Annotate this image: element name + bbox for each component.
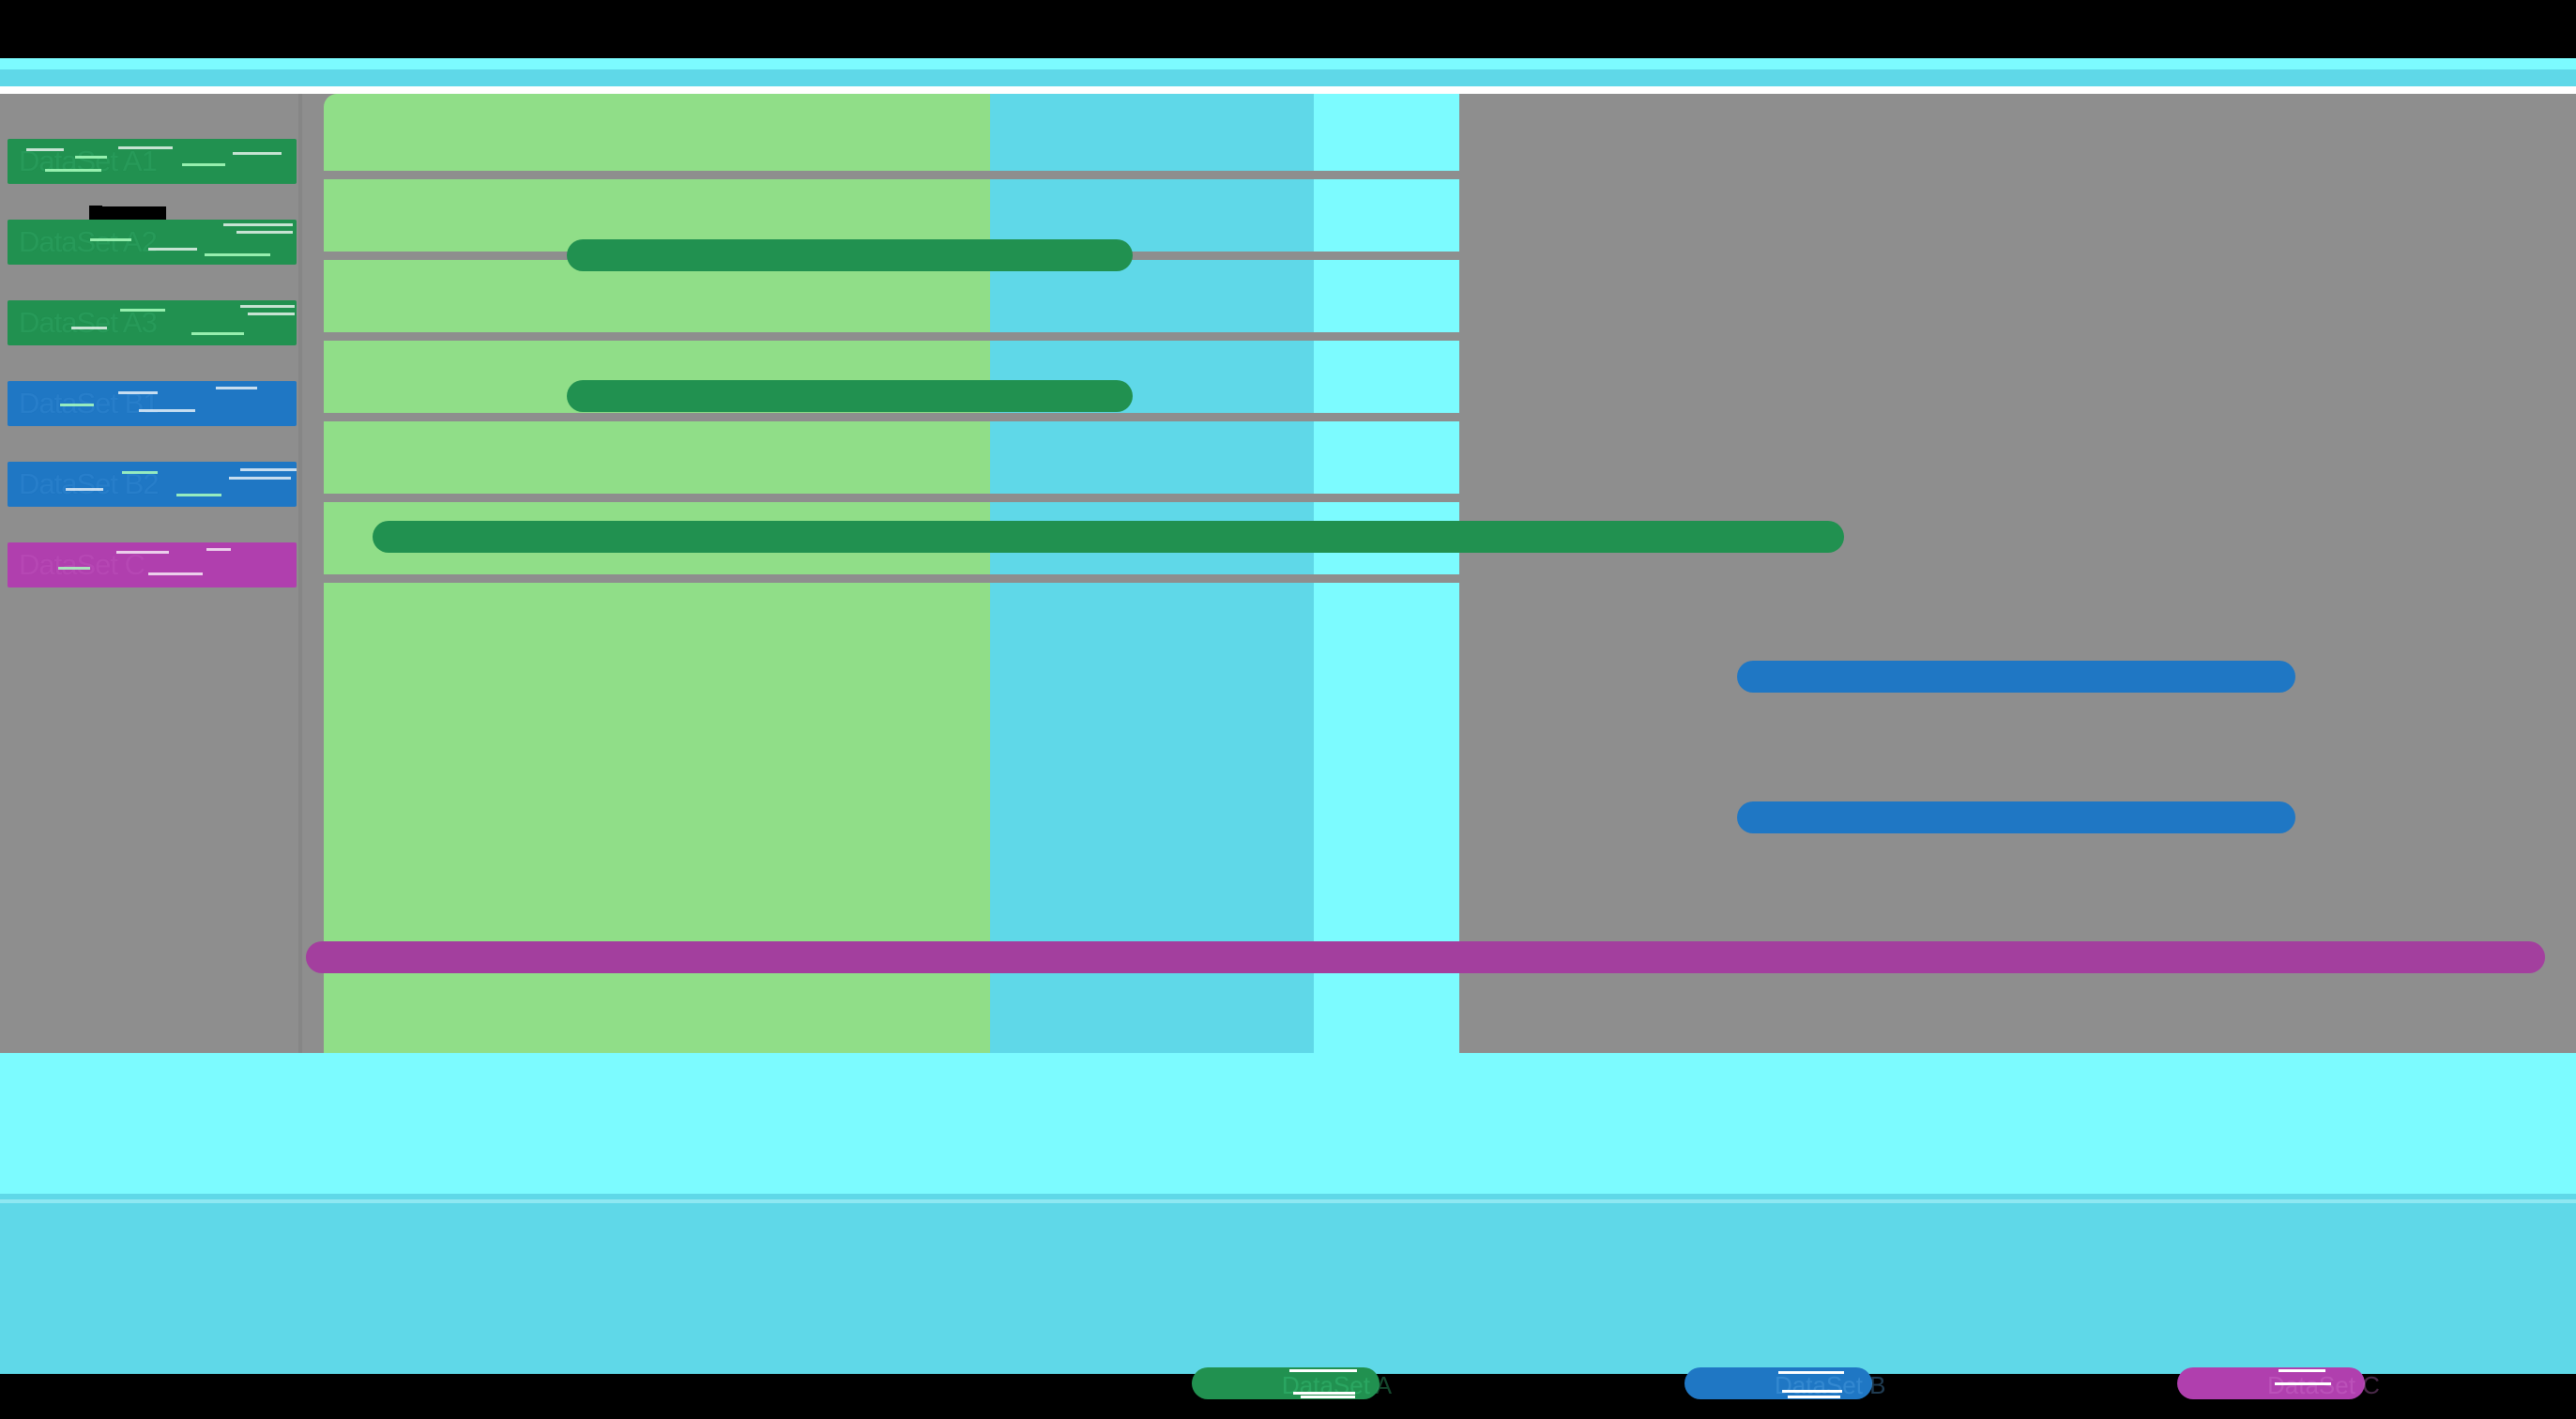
gridline-row-0 [324, 171, 2576, 179]
top-cyan-rail [0, 58, 2576, 69]
bar-dataset-a2[interactable] [567, 380, 1133, 412]
legend-item-dataset-c[interactable]: DataSet C [2177, 1366, 2477, 1419]
cyan-bottom-panel [0, 1203, 2576, 1374]
top-black-bar [0, 0, 2576, 58]
row-label-column: DataSet A1 DataSet A2 DataSet A3 [0, 94, 298, 1053]
cyan-mid-panel [0, 1053, 2576, 1194]
top-white-rail [0, 86, 2576, 94]
row-label-dataset-a3[interactable]: DataSet A3 [8, 300, 297, 345]
legend-item-dataset-a[interactable]: DataSet A [1192, 1366, 1492, 1419]
gridline-row-3 [324, 413, 2576, 421]
cyan-seam-upper [0, 1194, 2576, 1199]
bar-dataset-a1[interactable] [567, 239, 1133, 271]
legend-label: DataSet C [2267, 1371, 2380, 1399]
bar-dataset-b1[interactable] [1737, 661, 2295, 693]
row-label-dataset-b2[interactable]: DataSet B2 [8, 462, 297, 507]
bar-dataset-c[interactable] [306, 941, 2545, 973]
row-label-dataset-a1[interactable]: DataSet A1 [8, 139, 297, 184]
legend-label: DataSet B [1775, 1371, 1886, 1399]
legend-label: DataSet A [1282, 1371, 1393, 1399]
session-band-2 [990, 94, 1314, 1194]
cyan-seam-lower [0, 1199, 2576, 1203]
legend-swatch-icon [2177, 1367, 2365, 1399]
bar-dataset-b2[interactable] [1737, 801, 2295, 833]
row-label-text: DataSet A2 [19, 225, 158, 258]
plot-backdrop-seam [298, 94, 302, 1053]
gridline-row-4 [324, 494, 2576, 502]
legend-item-dataset-b[interactable]: DataSet B [1684, 1366, 1985, 1419]
session-band-3 [1314, 94, 1459, 1194]
chart-legend: DataSet A DataSet B DataSet C [0, 1366, 2576, 1419]
row-label-dataset-c[interactable]: DataSet C [8, 542, 297, 587]
bar-dataset-a3[interactable] [373, 521, 1844, 553]
gridline-row-1 [324, 252, 2576, 260]
session-band-1-right [646, 94, 990, 1194]
gridline-row-2 [324, 332, 2576, 341]
plot-area [0, 94, 2576, 1053]
row-label-dataset-a2[interactable]: DataSet A2 [8, 220, 297, 265]
top-cyan-rail-2 [0, 69, 2576, 86]
gridline-row-5 [324, 574, 2576, 583]
